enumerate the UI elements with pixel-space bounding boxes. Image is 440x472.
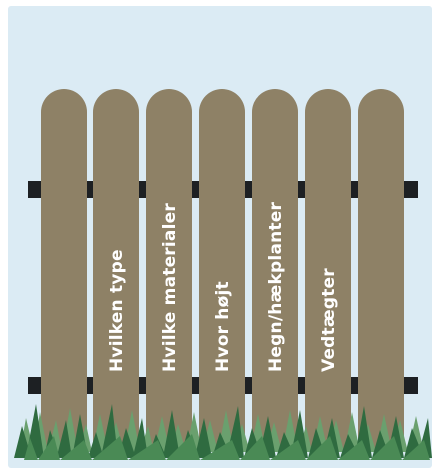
plank-label-materials: Hvilke materialer (160, 203, 180, 372)
plank-label-height: Hvor højt (213, 281, 233, 372)
plank-label-bylaws: Vedtægter (319, 268, 339, 372)
fence-plank-7 (358, 89, 404, 452)
fence-plank-4 (199, 89, 245, 452)
plank-label-hedge: Hegn/hækplanter (266, 202, 286, 372)
fence-plank-1 (41, 89, 87, 452)
plank-group (41, 89, 404, 452)
plank-label-type: Hvilken type (107, 249, 127, 372)
